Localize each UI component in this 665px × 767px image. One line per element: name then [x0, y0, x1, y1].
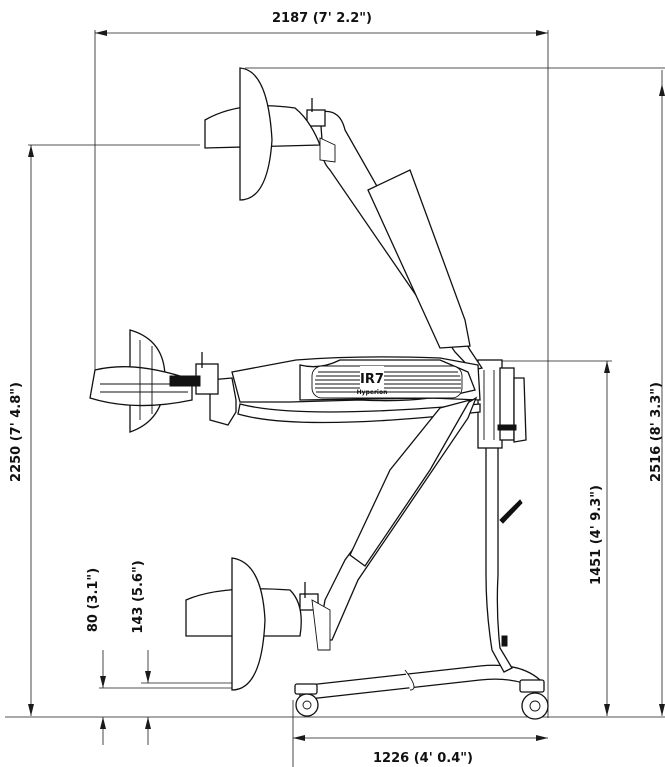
label-left-height: 2250 (7' 4.8"): [9, 382, 24, 482]
lift-mast: [485, 439, 523, 673]
label-clearance-high: 143 (5.6"): [131, 560, 146, 633]
label-right-height: 2516 (8' 3.3"): [649, 382, 664, 482]
actuator-housing: [477, 359, 527, 449]
spreader-bar-top: [204, 67, 336, 201]
arm-bottom-lowered: [299, 396, 478, 641]
caster-wheel-rear: [519, 679, 549, 720]
spreader-bar-bottom: [185, 557, 331, 691]
spreader-bar-middle: [89, 329, 201, 433]
dimension-top-width: [94, 30, 549, 718]
label-clearance-low: 80 (3.1"): [86, 568, 101, 632]
ir7-logo: IR7 Hyperion: [357, 366, 388, 396]
dimension-clearance-high: [141, 650, 240, 745]
label-top-width: 2187 (7' 2.2"): [272, 11, 372, 26]
arm-middle-horizontal: IR7 Hyperion: [195, 352, 481, 426]
caster-wheel-front: [294, 683, 319, 717]
dimension-mast-height: [500, 360, 612, 716]
arm-top-raised: [306, 98, 484, 371]
dimension-clearance-low: [99, 650, 240, 745]
logo-mark-text: IR7: [360, 372, 384, 387]
dimension-left-height: [28, 144, 200, 716]
label-mast-height: 1451 (4' 9.3"): [589, 485, 604, 585]
dimension-right-height: [245, 67, 665, 716]
dimension-base-width: [292, 700, 548, 767]
boom-vent-slots: [315, 371, 461, 393]
label-base-width: 1226 (4' 0.4"): [373, 751, 473, 766]
logo-brand-text: Hyperion: [357, 389, 388, 396]
